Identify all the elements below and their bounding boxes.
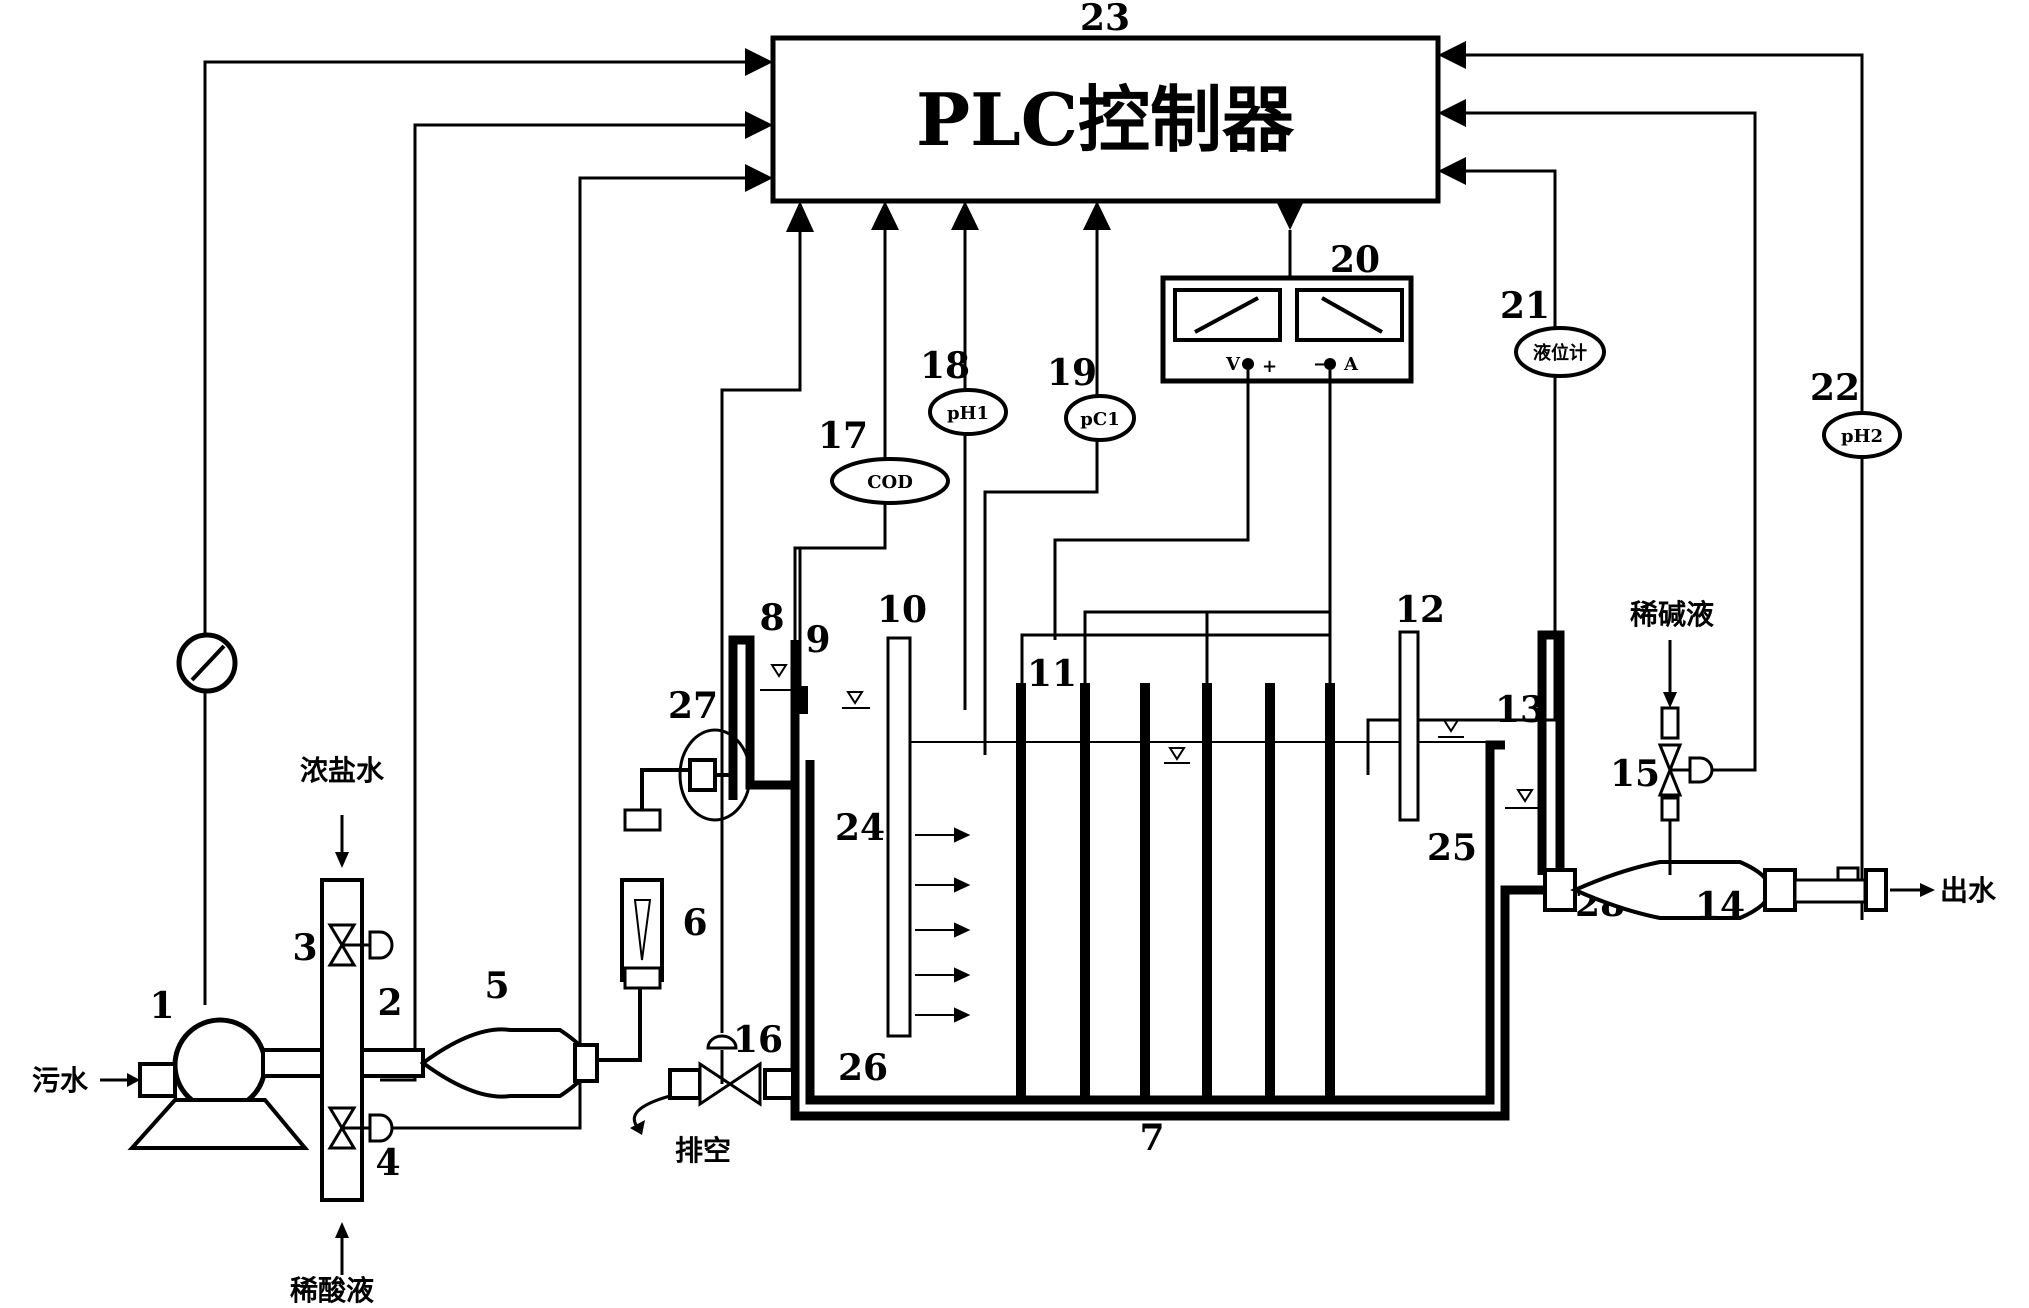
sensor-ph2: pH2 22 (1810, 367, 1902, 459)
plc-bottom-connections (720, 201, 1304, 1033)
valve-brine: 3 浓盐水 (292, 754, 394, 969)
label-19: 19 (1047, 352, 1097, 394)
sensor-pcl-label: pC1 (1080, 409, 1119, 430)
label-1: 1 (149, 985, 174, 1027)
label-8: 8 (759, 597, 784, 639)
label-9: 9 (805, 619, 830, 661)
outlet-section: 28 14 出水 (1543, 860, 1997, 927)
label-5: 5 (484, 965, 509, 1007)
label-23: 23 (1080, 0, 1130, 39)
pressure-gauge (176, 632, 238, 694)
power-meter: V + − A 20 (1053, 239, 1414, 1095)
sensor-cod-label: COD (867, 472, 913, 493)
label-26: 26 (838, 1047, 888, 1089)
diffuser-plate: 10 24 (835, 589, 971, 1038)
valve-alkali: 稀碱液 15 (1610, 598, 1714, 875)
label-2: 2 (377, 982, 402, 1024)
plc-controller: PLC控制器 23 (770, 0, 1441, 204)
label-4: 4 (375, 1142, 400, 1184)
meter-a-label: A (1343, 354, 1359, 375)
meter-v-label: V (1225, 354, 1241, 375)
sensor-ph2-label: pH2 (1841, 426, 1883, 447)
sensor-ph1: pH1 18 (920, 345, 1008, 436)
flowmeter: 6 (597, 768, 708, 1062)
sensor-cod: COD 17 (798, 415, 950, 690)
label-14: 14 (1695, 885, 1745, 927)
flow-dilute-alkali: 稀碱液 (1630, 598, 1714, 631)
outlet-chamber: 13 25 (1427, 630, 1565, 885)
baffle-plate: 12 (1395, 589, 1464, 822)
sensor-pcl: pC1 19 (1047, 352, 1136, 442)
flow-sewage: 污水 (32, 1064, 89, 1097)
sensor-level: 液位计 21 (1500, 285, 1606, 378)
sensor-level-label: 液位计 (1533, 342, 1587, 364)
flow-outlet: 出水 (1940, 874, 1997, 907)
static-mixer: 5 (419, 965, 599, 1099)
plc-right-inputs (1366, 41, 1864, 920)
label-18: 18 (920, 345, 970, 387)
label-11: 11 (1027, 653, 1077, 695)
label-17: 17 (818, 415, 868, 457)
label-24: 24 (835, 807, 885, 849)
label-22: 22 (1810, 367, 1860, 409)
inlet-flange: 27 (668, 685, 752, 822)
inlet-chamber: 8 9 (728, 597, 870, 800)
label-15: 15 (1610, 753, 1660, 795)
label-6: 6 (682, 902, 707, 944)
sensor-ph1-label: pH1 (947, 403, 989, 424)
label-25: 25 (1427, 827, 1477, 869)
label-7: 7 (1139, 1117, 1164, 1159)
pump: 1 污水 (32, 985, 310, 1150)
label-13: 13 (1495, 689, 1545, 731)
label-20: 20 (1330, 239, 1380, 281)
flow-brine: 浓盐水 (300, 754, 385, 787)
label-3: 3 (292, 927, 317, 969)
valve-acid: 4 稀酸液 (290, 1106, 401, 1307)
meter-minus-label: − (1313, 354, 1328, 375)
electrodes: 11 (1016, 610, 1335, 1098)
label-27: 27 (668, 685, 718, 727)
label-16: 16 (733, 1019, 783, 1061)
flow-dilute-acid: 稀酸液 (290, 1274, 374, 1307)
flow-drain: 排空 (675, 1134, 731, 1167)
label-12: 12 (1395, 589, 1445, 631)
label-21: 21 (1500, 285, 1550, 327)
label-10: 10 (877, 589, 927, 631)
meter-plus-label: + (1262, 356, 1277, 377)
drain-valve: 16 排空 26 (630, 1019, 888, 1167)
plc-controller-title: PLC控制器 (916, 77, 1295, 162)
